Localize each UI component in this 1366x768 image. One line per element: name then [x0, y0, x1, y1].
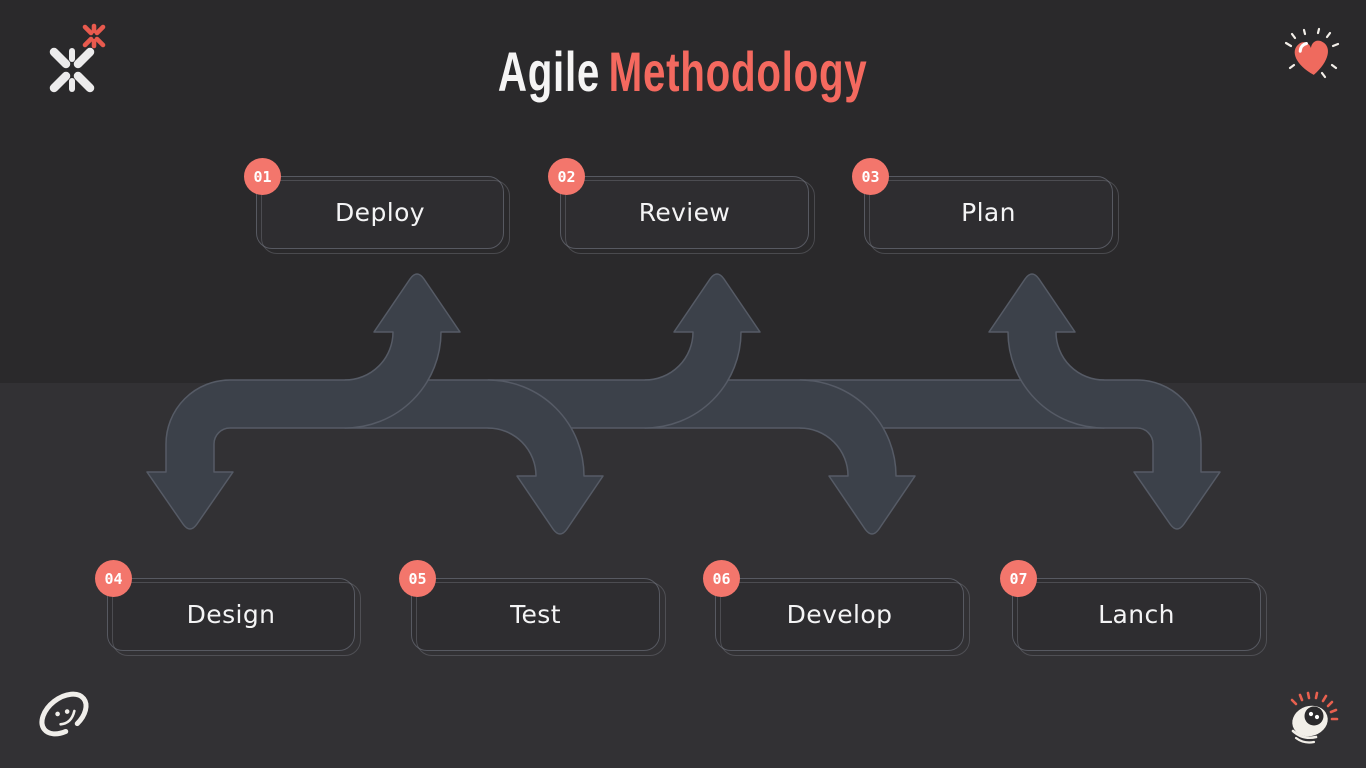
step-label: Deploy	[335, 198, 425, 227]
heart-icon	[1284, 27, 1340, 79]
step-box-deploy: 01 Deploy	[244, 158, 504, 249]
step-box-test: 05 Test	[399, 560, 660, 651]
step-box-develop: 06 Develop	[703, 560, 964, 651]
step-box-design: 04 Design	[95, 560, 355, 651]
flow-arrow-down-test-outline	[487, 379, 604, 535]
step-box-review: 02 Review	[548, 158, 809, 249]
flow-arrow-down-test	[488, 380, 603, 534]
step-label: Lanch	[1098, 600, 1175, 629]
step-number-badge: 04	[95, 560, 132, 597]
step-number-badge: 02	[548, 158, 585, 195]
step-number-badge: 03	[852, 158, 889, 195]
flow-arrow-down-develop	[800, 380, 915, 534]
title-word-2: Methodology	[609, 40, 868, 103]
step-label: Develop	[786, 600, 893, 629]
flow-band-arrow	[146, 379, 1221, 530]
step-number-badge: 05	[399, 560, 436, 597]
smiley-oval-doodle-icon	[39, 691, 89, 737]
step-box-plan: 03 Plan	[852, 158, 1113, 249]
step-number-badge: 06	[703, 560, 740, 597]
step-number-badge: 07	[1000, 560, 1037, 597]
flow-arrow-up-review	[645, 274, 760, 428]
step-label: Test	[510, 600, 561, 629]
eye-doodle-icon	[1290, 691, 1339, 744]
step-label: Design	[186, 600, 276, 629]
flow-arrow-up-plan-outline	[988, 273, 1105, 429]
step-number-badge: 01	[244, 158, 281, 195]
flow-arrow-up-review-outline	[644, 273, 761, 429]
flow-arrow-up-deploy-outline	[344, 273, 461, 429]
flow-arrow-up-plan	[989, 274, 1104, 428]
step-label: Review	[638, 198, 731, 227]
flow-arrow-up-deploy	[345, 274, 460, 428]
step-box-lanch: 07 Lanch	[1000, 560, 1261, 651]
sparkle-asterisk-icon	[49, 23, 106, 93]
step-label: Plan	[961, 198, 1016, 227]
flow-arrow-down-develop-outline	[799, 379, 916, 535]
title-word-1: Agile	[498, 40, 601, 103]
